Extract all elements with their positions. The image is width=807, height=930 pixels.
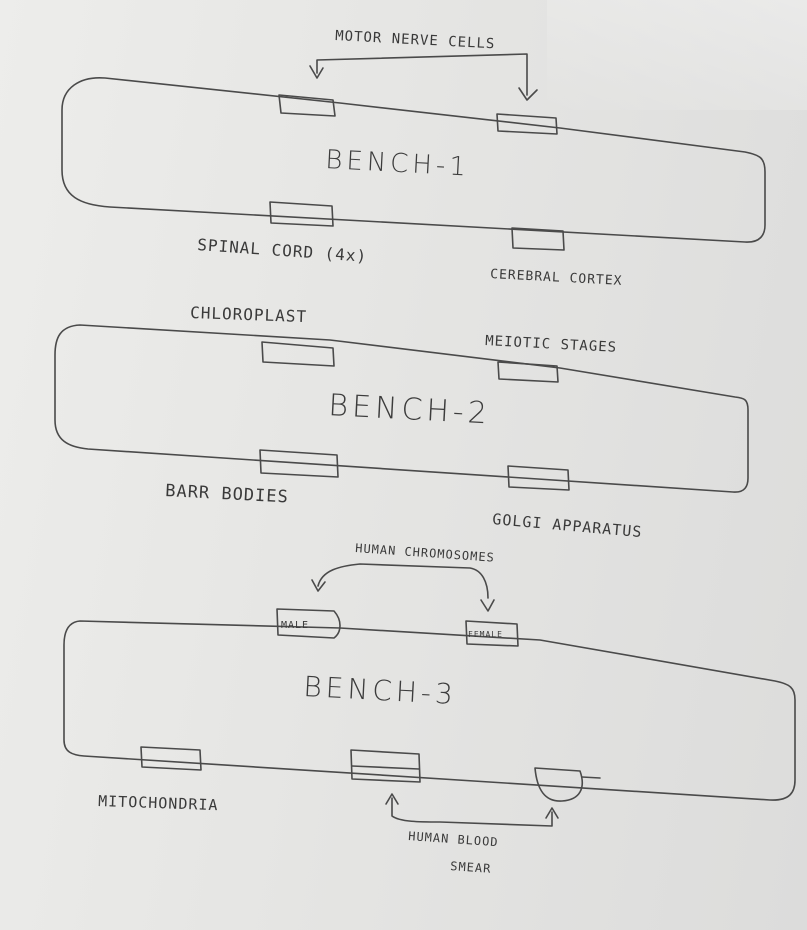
bench-2-slide-bottom-right [507, 465, 570, 491]
arrow-head-blood-left [385, 793, 399, 805]
bench-1-slide-bottom-left [269, 201, 334, 227]
cerebral-cortex-label: CEREBRAL CORTEX [490, 267, 623, 289]
smear-label: SMEAR [450, 859, 492, 876]
bench-1-slide-top-left [278, 94, 336, 117]
bench-3-title: BENCH-3 [303, 670, 458, 711]
arrow-head-male [311, 579, 326, 592]
spinal-cord-label: SPINAL CORD (4x) [197, 235, 368, 266]
bench-2-slide-bottom-left [259, 449, 339, 478]
bench-2-outline [54, 324, 749, 493]
bench-1-slide-bottom-right [511, 227, 565, 251]
chloroplast-label: CHLOROPLAST [190, 303, 308, 326]
bench-2-slide-top-left [261, 341, 335, 367]
bench-3-outline [63, 620, 796, 801]
bench-2-title: BENCH-2 [328, 388, 492, 431]
slide-blood-1 [350, 749, 421, 783]
bench-1-outline [61, 77, 766, 243]
slide-female-label: FEMALE [468, 630, 503, 639]
chromosomes-bracket [317, 563, 489, 599]
barr-bodies-label: BARR BODIES [165, 481, 289, 507]
slide-female: FEMALE [465, 620, 519, 647]
mitochondria-label: MITOCHONDRIA [98, 792, 219, 814]
arrow-head-left [309, 65, 324, 79]
bench-1-title: BENCH-1 [325, 145, 471, 183]
slide-male-label: MALE [281, 620, 309, 631]
slide-mitochondria [140, 746, 202, 771]
bench-3: MALE FEMALE HUMAN CHROMOSOMES BENCH-3 MI… [63, 541, 796, 876]
human-chromosomes-label: HUMAN CHROMOSOMES [355, 541, 495, 565]
arrow-head-female [480, 599, 495, 612]
meiotic-stages-label: MEIOTIC STAGES [485, 333, 618, 356]
golgi-apparatus-label: GOLGI APPARATUS [492, 510, 643, 541]
arrow-head-right [518, 87, 538, 101]
bench-1: MOTOR NERVE CELLS BENCH-1 SPINAL CORD (4… [61, 28, 766, 289]
slide-male: MALE [276, 608, 341, 639]
human-blood-label: HUMAN BLOOD [408, 829, 499, 849]
bench-1-slide-top-right [496, 113, 558, 135]
bench-2-slide-top-right [497, 361, 559, 383]
bench-2: CHLOROPLAST MEIOTIC STAGES BENCH-2 BARR … [54, 303, 749, 541]
motor-nerve-label: MOTOR NERVE CELLS [335, 28, 496, 52]
arrow-head-blood-right [545, 807, 559, 819]
slide-blood-2 [534, 767, 601, 802]
motor-nerve-bracket [316, 53, 528, 96]
blood-smear-bracket [391, 797, 553, 827]
